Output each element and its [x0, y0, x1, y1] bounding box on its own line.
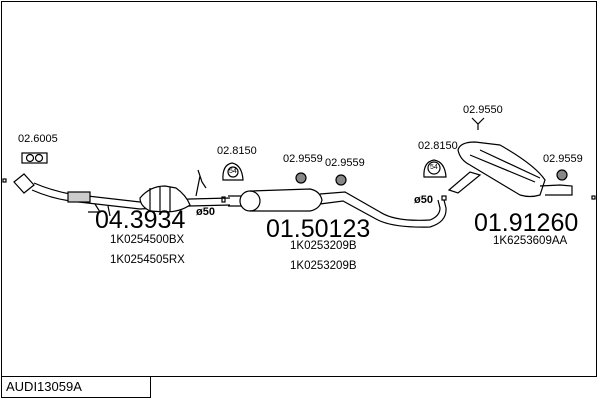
- diameter-label: ø50: [414, 194, 433, 206]
- part-number: 04.3934: [95, 206, 186, 234]
- part-number: 01.50123: [266, 215, 371, 243]
- accessory-label: 02.8150: [418, 140, 458, 152]
- oem-number: 1K0253209B: [290, 240, 357, 252]
- accessory-label: 02.8150: [217, 145, 257, 157]
- rear-muffler-drawing: [447, 141, 573, 198]
- diameter-label: ø50: [196, 206, 215, 218]
- oem-number: 1K0254505RX: [110, 254, 185, 266]
- accessory-label: 02.9559: [283, 153, 323, 165]
- left-connector-icon: [2, 178, 7, 183]
- rubber-mount-icon: [556, 169, 568, 181]
- gasket-icon: [21, 152, 48, 164]
- accessory-label: 02.6005: [18, 133, 58, 145]
- middle-pipe-drawing: [221, 188, 447, 228]
- oem-number: 1K0253209B: [290, 260, 357, 272]
- accessory-label: 02.9559: [325, 157, 365, 169]
- clamp-icon: [423, 159, 447, 178]
- clamp-size: 54: [430, 164, 438, 171]
- rubber-mount-icon: [295, 172, 307, 184]
- right-connector-icon: [591, 195, 596, 200]
- rubber-mount-icon: [335, 174, 347, 186]
- clamp-size: 54: [229, 168, 237, 175]
- diagram-frame: [1, 1, 597, 377]
- oem-number: 1K6253609AA: [493, 235, 568, 247]
- part-number: 01.91260: [474, 209, 579, 237]
- accessory-label: 02.9559: [543, 153, 583, 165]
- front-pipe-drawing: [13, 169, 231, 217]
- clamp-icon: [222, 162, 244, 181]
- accessory-label: 02.9550: [463, 104, 503, 116]
- bracket-icon: [471, 117, 485, 130]
- diagram-code: AUDI13059A: [1, 377, 151, 398]
- oem-number: 1K0254500BX: [110, 234, 185, 246]
